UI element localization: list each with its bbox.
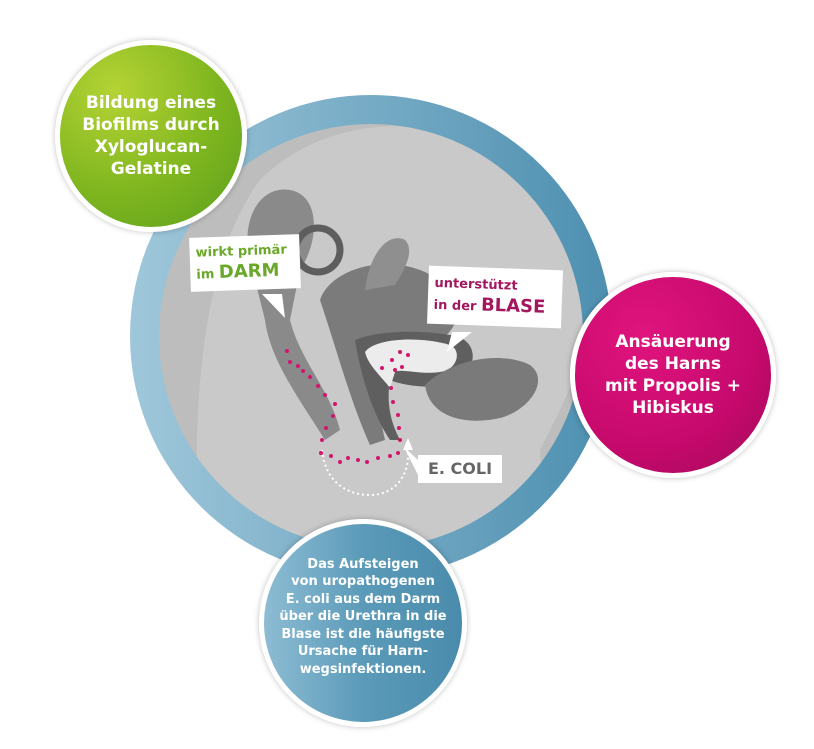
- ecoli-label: E. COLI: [418, 455, 502, 483]
- callout-prefix: im: [196, 266, 220, 283]
- pubic-bone: [425, 357, 539, 421]
- blase-callout: unterstützt in der BLASE: [427, 265, 563, 329]
- bubble-line: von uropathogenen: [291, 574, 435, 590]
- darm-callout: wirkt primär im DARM: [189, 234, 301, 292]
- ecoli-dots: [285, 349, 410, 464]
- biofilm-bubble: Bildung eines Biofilms durch Xyloglucan-…: [55, 40, 247, 232]
- bubble-line: des Harns: [624, 354, 722, 374]
- callout-emphasis: DARM: [218, 259, 280, 283]
- bubble-line: Hibiskus: [632, 398, 714, 418]
- bubble-line: Ursache für Harn-: [297, 644, 429, 660]
- bubble-line: Xyloglucan-: [94, 137, 208, 157]
- bubble-line: über die Urethra in die: [279, 609, 447, 625]
- bubble-line: E. coli aus dem Darm: [285, 591, 441, 607]
- callout-prefix: in der: [433, 297, 482, 315]
- acidification-bubble: Ansäuerung des Harns mit Propolis + Hibi…: [570, 272, 776, 478]
- bubble-line: Biofilms durch: [82, 115, 220, 135]
- bubble-line: wegsinfektionen.: [299, 661, 427, 677]
- callout-emphasis: BLASE: [480, 294, 546, 318]
- bubble-line: Das Aufsteigen: [307, 556, 419, 572]
- bubble-line: Blase ist die häufigste: [281, 626, 445, 642]
- bladder-biofilm: [365, 339, 457, 388]
- bubble-line: mit Propolis +: [605, 376, 741, 396]
- info-bubble: Das Aufsteigen von uropathogenen E. coli…: [259, 519, 467, 727]
- bubble-line: Bildung eines: [85, 93, 217, 113]
- bubble-line: Ansäuerung: [615, 332, 731, 352]
- bubble-line: Gelatine: [110, 159, 192, 179]
